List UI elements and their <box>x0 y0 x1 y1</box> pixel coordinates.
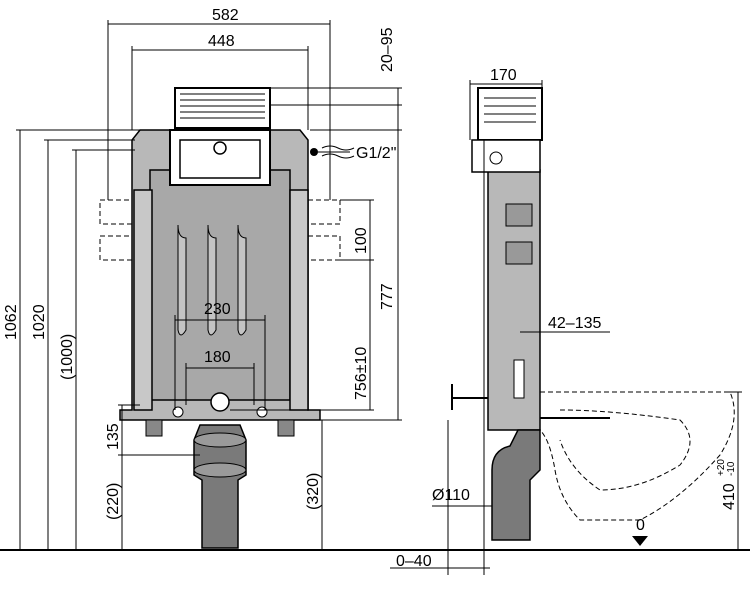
side-bracket <box>505 241 533 265</box>
dim-bowl-tol-plus: +20 <box>716 459 727 476</box>
anchor-bracket <box>307 199 341 225</box>
dim-width-inner: 448 <box>208 33 235 50</box>
side-bracket <box>505 203 533 227</box>
side-valve-icon <box>489 151 503 165</box>
dim-base-220: (220) <box>105 483 122 520</box>
side-slot <box>513 359 525 399</box>
dim-outlet-height: 756±10 <box>353 347 370 400</box>
flush-valve-icon <box>213 141 227 155</box>
flush-box-inner <box>179 139 261 179</box>
left-foot <box>145 419 163 437</box>
dim-base-135: 135 <box>105 423 122 450</box>
dim-floor-level: 0 <box>636 517 645 534</box>
right-foot <box>277 419 295 437</box>
anchor-bracket <box>307 235 341 261</box>
dim-bowl-height: 410 <box>721 483 738 510</box>
toilet-bowl-outline <box>539 391 735 521</box>
flush-plate <box>174 87 271 129</box>
dim-adjust-range: 42–135 <box>548 315 601 332</box>
drain-pipe-rim <box>193 462 247 478</box>
side-cistern-top <box>471 139 541 173</box>
side-flush-grille <box>484 97 536 123</box>
dim-height-frame: 1020 <box>31 304 48 340</box>
side-view: 170 42–135 Ø110 0–40 0 410 +20 -10 <box>390 67 742 575</box>
dim-bolt-narrow: 180 <box>204 349 231 366</box>
floor-level-icon <box>632 536 648 546</box>
rib <box>177 224 187 336</box>
dim-height-total: 1062 <box>3 304 20 340</box>
rib <box>207 224 217 336</box>
rib <box>237 224 247 336</box>
dim-bolt-wide: 230 <box>204 301 231 318</box>
dim-bowl-tol-minus: -10 <box>726 461 737 476</box>
outlet-flange <box>210 392 230 412</box>
left-rail <box>133 189 153 411</box>
anchor-bracket <box>99 235 133 261</box>
toilet-bowl-inner <box>559 409 691 491</box>
drain-pipe-rim <box>193 432 247 448</box>
drain-pipe <box>193 424 247 549</box>
anchor-bracket <box>99 199 133 225</box>
dim-connection: G1/2" <box>356 145 396 162</box>
dim-mount-height: 777 <box>379 283 396 310</box>
dim-pipe-diameter: Ø110 <box>432 487 470 504</box>
dim-wall-offset: 0–40 <box>396 553 432 570</box>
dim-anchor-spacing: 100 <box>353 227 370 254</box>
flush-plate-grille <box>180 93 265 119</box>
dim-top-range: 20–95 <box>379 27 396 72</box>
side-drain-pipe <box>491 429 541 541</box>
front-view: 582 448 20–95 G1/2" 1062 1020 (1000) 100… <box>3 7 402 550</box>
right-rail <box>289 189 309 411</box>
dim-width-outer: 582 <box>212 7 239 24</box>
dim-base-320: (320) <box>305 473 322 510</box>
dim-height-nominal: (1000) <box>59 334 76 380</box>
water-inlet-icon <box>310 145 355 159</box>
dim-depth: 170 <box>490 67 517 84</box>
